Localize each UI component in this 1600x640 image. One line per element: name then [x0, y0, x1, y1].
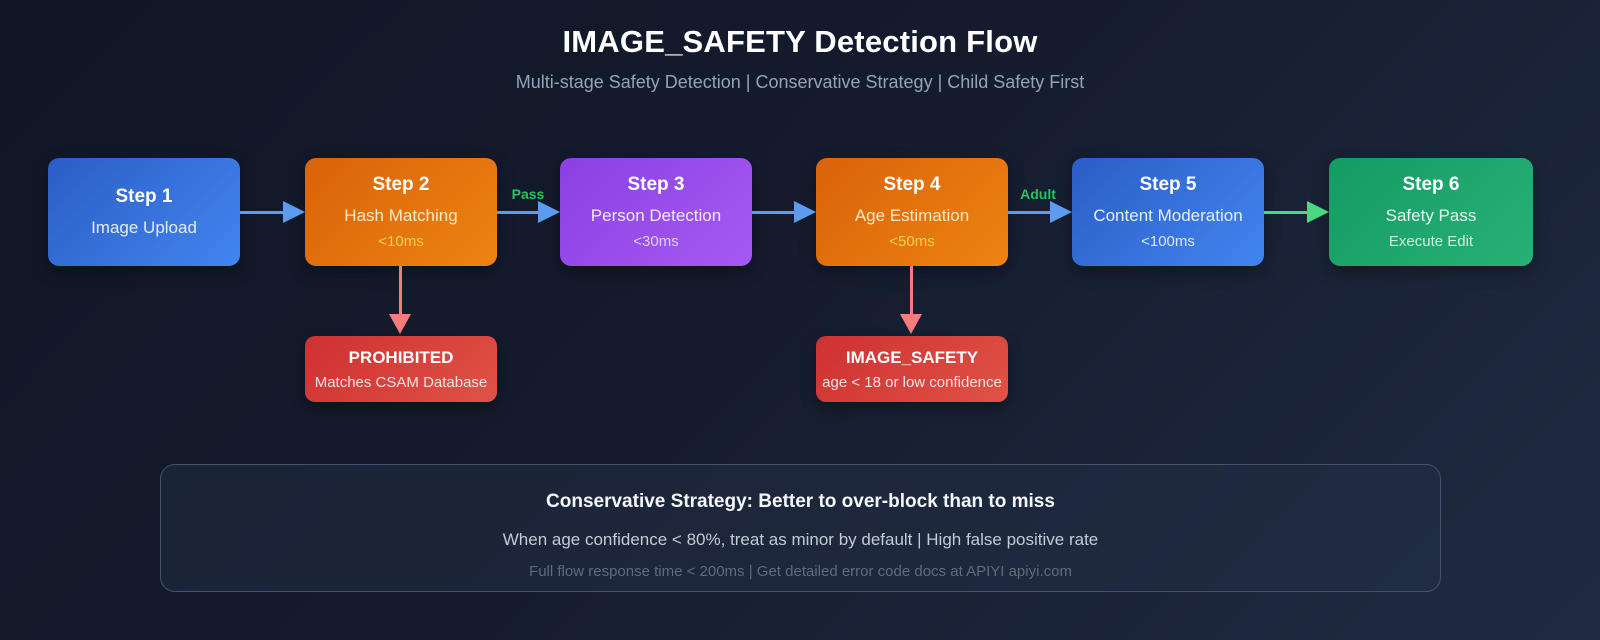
branch-node-prohibited: PROHIBITED Matches CSAM Database [305, 336, 497, 402]
arrow-label-adult: Adult [1020, 186, 1056, 202]
arrow-head-icon [900, 314, 922, 334]
arrow-head-icon [389, 314, 411, 334]
step-title: Step 2 [372, 174, 430, 195]
page-title: IMAGE_SAFETY Detection Flow [562, 24, 1038, 59]
step-node-1: Step 1 Image Upload [48, 158, 240, 266]
step-title: Step 4 [883, 174, 941, 195]
branch-subtitle: age < 18 or low confidence [822, 373, 1002, 391]
step-node-6: Step 6 Safety Pass Execute Edit [1329, 158, 1533, 266]
arrow-head-icon [283, 201, 305, 223]
step-node-4: Step 4 Age Estimation <50ms [816, 158, 1008, 266]
step-subtitle: Safety Pass [1385, 206, 1477, 225]
step-detail: <10ms [378, 233, 424, 250]
strategy-note-panel: Conservative Strategy: Better to over-bl… [160, 464, 1441, 592]
step-title: Step 1 [115, 186, 173, 207]
step-detail: <100ms [1141, 233, 1195, 250]
step-subtitle: Image Upload [91, 218, 197, 237]
step-detail: Execute Edit [1388, 233, 1474, 250]
page-subtitle: Multi-stage Safety Detection | Conservat… [515, 72, 1085, 92]
strategy-footnote: Full flow response time < 200ms | Get de… [529, 563, 1072, 580]
arrow-line [497, 210, 542, 214]
arrow-head-icon [1307, 201, 1329, 223]
branch-node-image-safety: IMAGE_SAFETY age < 18 or low confidence [816, 336, 1008, 402]
step-subtitle: Content Moderation [1093, 206, 1243, 225]
step-node-3: Step 3 Person Detection <30ms [560, 158, 752, 266]
step-node-5: Step 5 Content Moderation <100ms [1072, 158, 1264, 266]
branch-subtitle: Matches CSAM Database [314, 373, 488, 391]
strategy-detail: When age confidence < 80%, treat as mino… [502, 530, 1099, 549]
arrow-line [240, 210, 287, 214]
arrow-line [909, 266, 913, 316]
branch-title: PROHIBITED [348, 347, 454, 367]
step-subtitle: Hash Matching [344, 206, 458, 225]
branch-title: IMAGE_SAFETY [845, 347, 979, 367]
arrow-line [1008, 210, 1054, 214]
step-title: Step 6 [1402, 174, 1460, 195]
strategy-headline: Conservative Strategy: Better to over-bl… [546, 491, 1055, 512]
arrow-label-pass: Pass [511, 186, 545, 202]
header: IMAGE_SAFETY Detection Flow Multi-stage … [0, 24, 1600, 93]
step-node-2: Step 2 Hash Matching <10ms [305, 158, 497, 266]
arrow-head-icon [538, 201, 560, 223]
step-detail: <30ms [633, 233, 679, 250]
step-title: Step 3 [627, 174, 685, 195]
arrow-line [398, 266, 402, 316]
arrow-head-icon [794, 201, 816, 223]
step-title: Step 5 [1139, 174, 1197, 195]
arrow-head-icon [1050, 201, 1072, 223]
step-subtitle: Age Estimation [854, 206, 970, 225]
step-detail: <50ms [889, 233, 935, 250]
step-subtitle: Person Detection [590, 206, 722, 225]
arrow-line [1264, 210, 1311, 214]
arrow-line [752, 210, 798, 214]
